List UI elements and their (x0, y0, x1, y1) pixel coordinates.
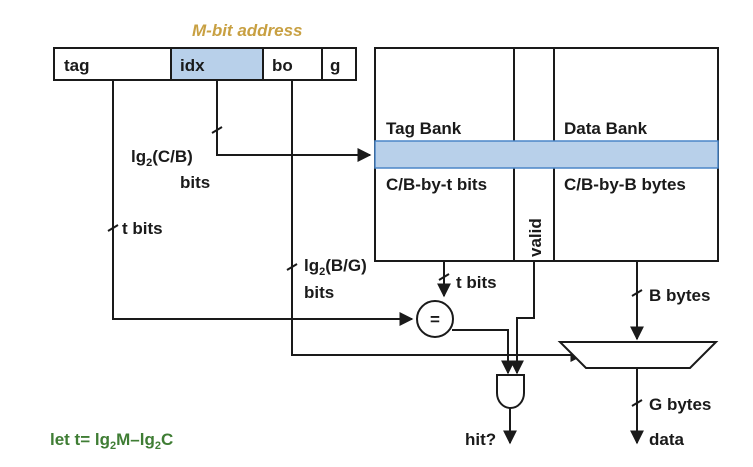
tag-bank-output: t bits (437, 261, 497, 298)
mux-output: G bytes data (630, 368, 711, 449)
idx-wire: lg2(C/B) bits (131, 80, 372, 192)
bus-slash (107, 224, 119, 232)
data-bank-title: Data Bank (564, 119, 648, 138)
data-bank-output-width: B bytes (649, 286, 710, 305)
bus-slash (631, 289, 643, 297)
tag-bank-dims: C/B-by-t bits (386, 175, 487, 194)
idx-width-unit: bits (180, 173, 210, 192)
data-bank-dims: C/B-by-B bytes (564, 175, 686, 194)
address-title: M-bit address (192, 21, 303, 40)
cache-arrays: Tag Bank C/B-by-t bits Data Bank C/B-by-… (374, 47, 719, 262)
field-bo: bo (272, 56, 293, 75)
tag-width-note: let t= lg2M–lg2C (50, 430, 173, 452)
idx-width-label: lg2(C/B) (131, 147, 193, 169)
comparator-symbol: = (430, 310, 440, 329)
idx-to-row-wire (216, 80, 372, 162)
bus-slash (211, 126, 223, 134)
bo-width-unit: bits (304, 283, 334, 302)
bus-slash (286, 263, 298, 271)
bo-to-mux-wire (291, 80, 585, 362)
field-tag: tag (64, 56, 90, 75)
mux-output-width: G bytes (649, 395, 711, 414)
byte-select-mux (557, 341, 719, 369)
data-bank-output: B bytes (630, 261, 710, 341)
bo-wire: lg2(B/G) bits (286, 80, 585, 362)
selected-row (374, 140, 719, 169)
tag-to-comparator-wire (112, 80, 414, 326)
valid-label: valid (526, 218, 545, 257)
comparator: = (416, 300, 454, 338)
tag-bank-output-width: t bits (456, 273, 497, 292)
bus-slash (631, 399, 643, 407)
comparator-circle (416, 300, 454, 338)
and-gate (496, 374, 525, 409)
field-g: g (330, 56, 340, 75)
tag-width-label: t bits (122, 219, 163, 238)
tag-bank-title: Tag Bank (386, 119, 462, 138)
tag-wire: t bits (107, 80, 414, 326)
valid-to-and-wire (510, 261, 535, 375)
bo-width-label: lg2(B/G) (304, 256, 367, 278)
address-register: tag idx bo g (53, 47, 357, 81)
bus-slash (438, 273, 450, 281)
field-idx: idx (180, 56, 205, 75)
comparator-to-and-wire (452, 329, 515, 375)
data-label: data (649, 430, 685, 449)
hit-label: hit? (465, 430, 496, 449)
